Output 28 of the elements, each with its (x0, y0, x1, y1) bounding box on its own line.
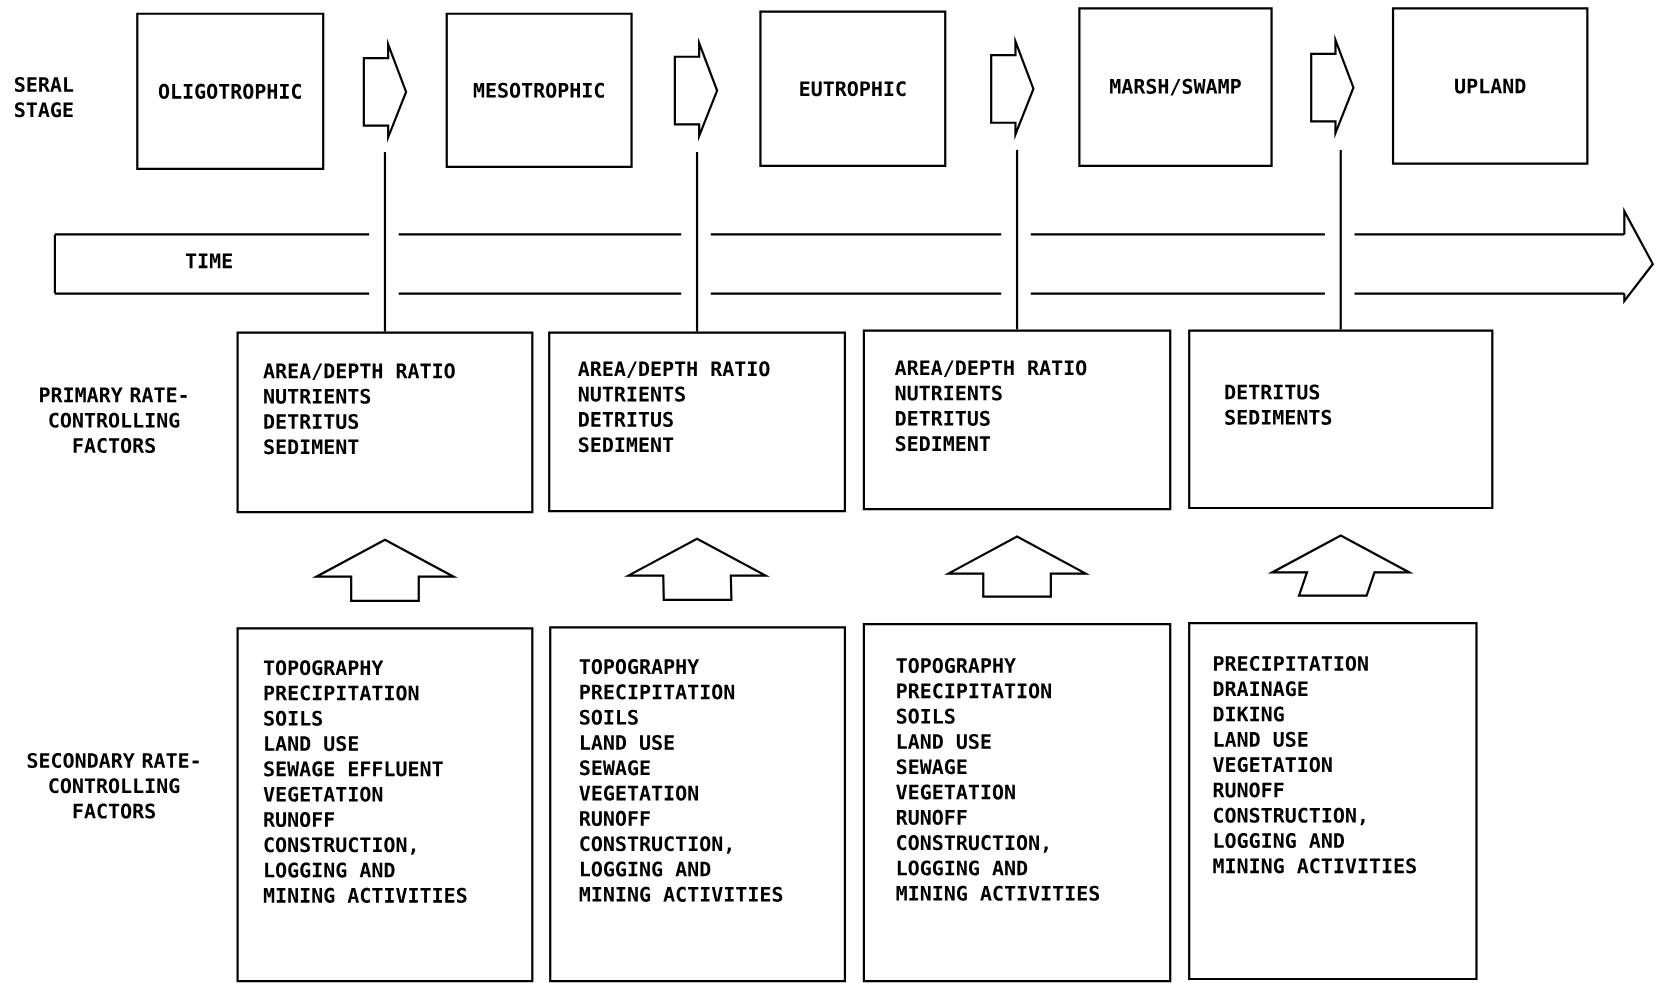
factor-box: AREA/DEPTH RATIO NUTRIENTS DETRITUS SEDIMENT (862, 329, 1172, 511)
block-arrow (1267, 534, 1414, 597)
factor-box: AREA/DEPTH RATIO NUTRIENTS DETRITUS SEDIMENT (548, 331, 846, 513)
block-arrow (362, 38, 408, 143)
connector-line (1339, 149, 1342, 330)
stage-box: MESOTROPHIC (445, 12, 633, 168)
factor-box: DETRITUS SEDIMENTS (1188, 329, 1494, 509)
block-arrow (990, 35, 1035, 141)
connector-line (695, 151, 699, 332)
side-label: PRIMARY RATE-CONTROLLING FACTORS (40, 387, 187, 453)
side-label: SECONDARY RATE-CONTROLLING FACTORS (27, 752, 199, 819)
stage-box: OLIGOTROPHIC (136, 12, 325, 170)
factor-box: PRECIPITATION DRAINAGE DIKING LAND USE VEGETATION RUNOFF CONSTRUCTION, LOGGING AND MINING ACTIVITIES (1188, 621, 1478, 980)
factor-box: AREA/DEPTH RATIO NUTRIENTS DETRITUS SEDIMENT (236, 331, 534, 514)
block-arrow (944, 535, 1091, 598)
stage-box: UPLAND (1391, 7, 1589, 165)
factor-box: TOPOGRAPHY PRECIPITATION SOILS LAND USE SEWAGE VEGETATION RUNOFF CONSTRUCTION, LOGGING AND MINING ACTIVITIES (549, 626, 847, 983)
factor-box: TOPOGRAPHY PRECIPITATION SOILS LAND USE SEWAGE EFFLUENT VEGETATION RUNOFF CONSTRUCTION, LOGGING AND MINING ACTIVITIES (236, 627, 534, 983)
block-arrow (673, 36, 719, 142)
connector-line (383, 151, 387, 332)
factor-box: TOPOGRAPHY PRECIPITATION SOILS LAND USE SEWAGE VEGETATION RUNOFF CONSTRUCTION, LOGGING AND MINING ACTIVITIES (862, 622, 1172, 983)
stage-box: MARSH/SWAMP (1078, 7, 1273, 167)
stage-box: EUTROPHIC (759, 10, 947, 167)
block-arrow (624, 537, 771, 601)
connector-line (1015, 149, 1019, 330)
block-arrow (1310, 34, 1355, 139)
block-arrow (311, 538, 458, 602)
side-label: SERAL STAGE (15, 76, 74, 118)
